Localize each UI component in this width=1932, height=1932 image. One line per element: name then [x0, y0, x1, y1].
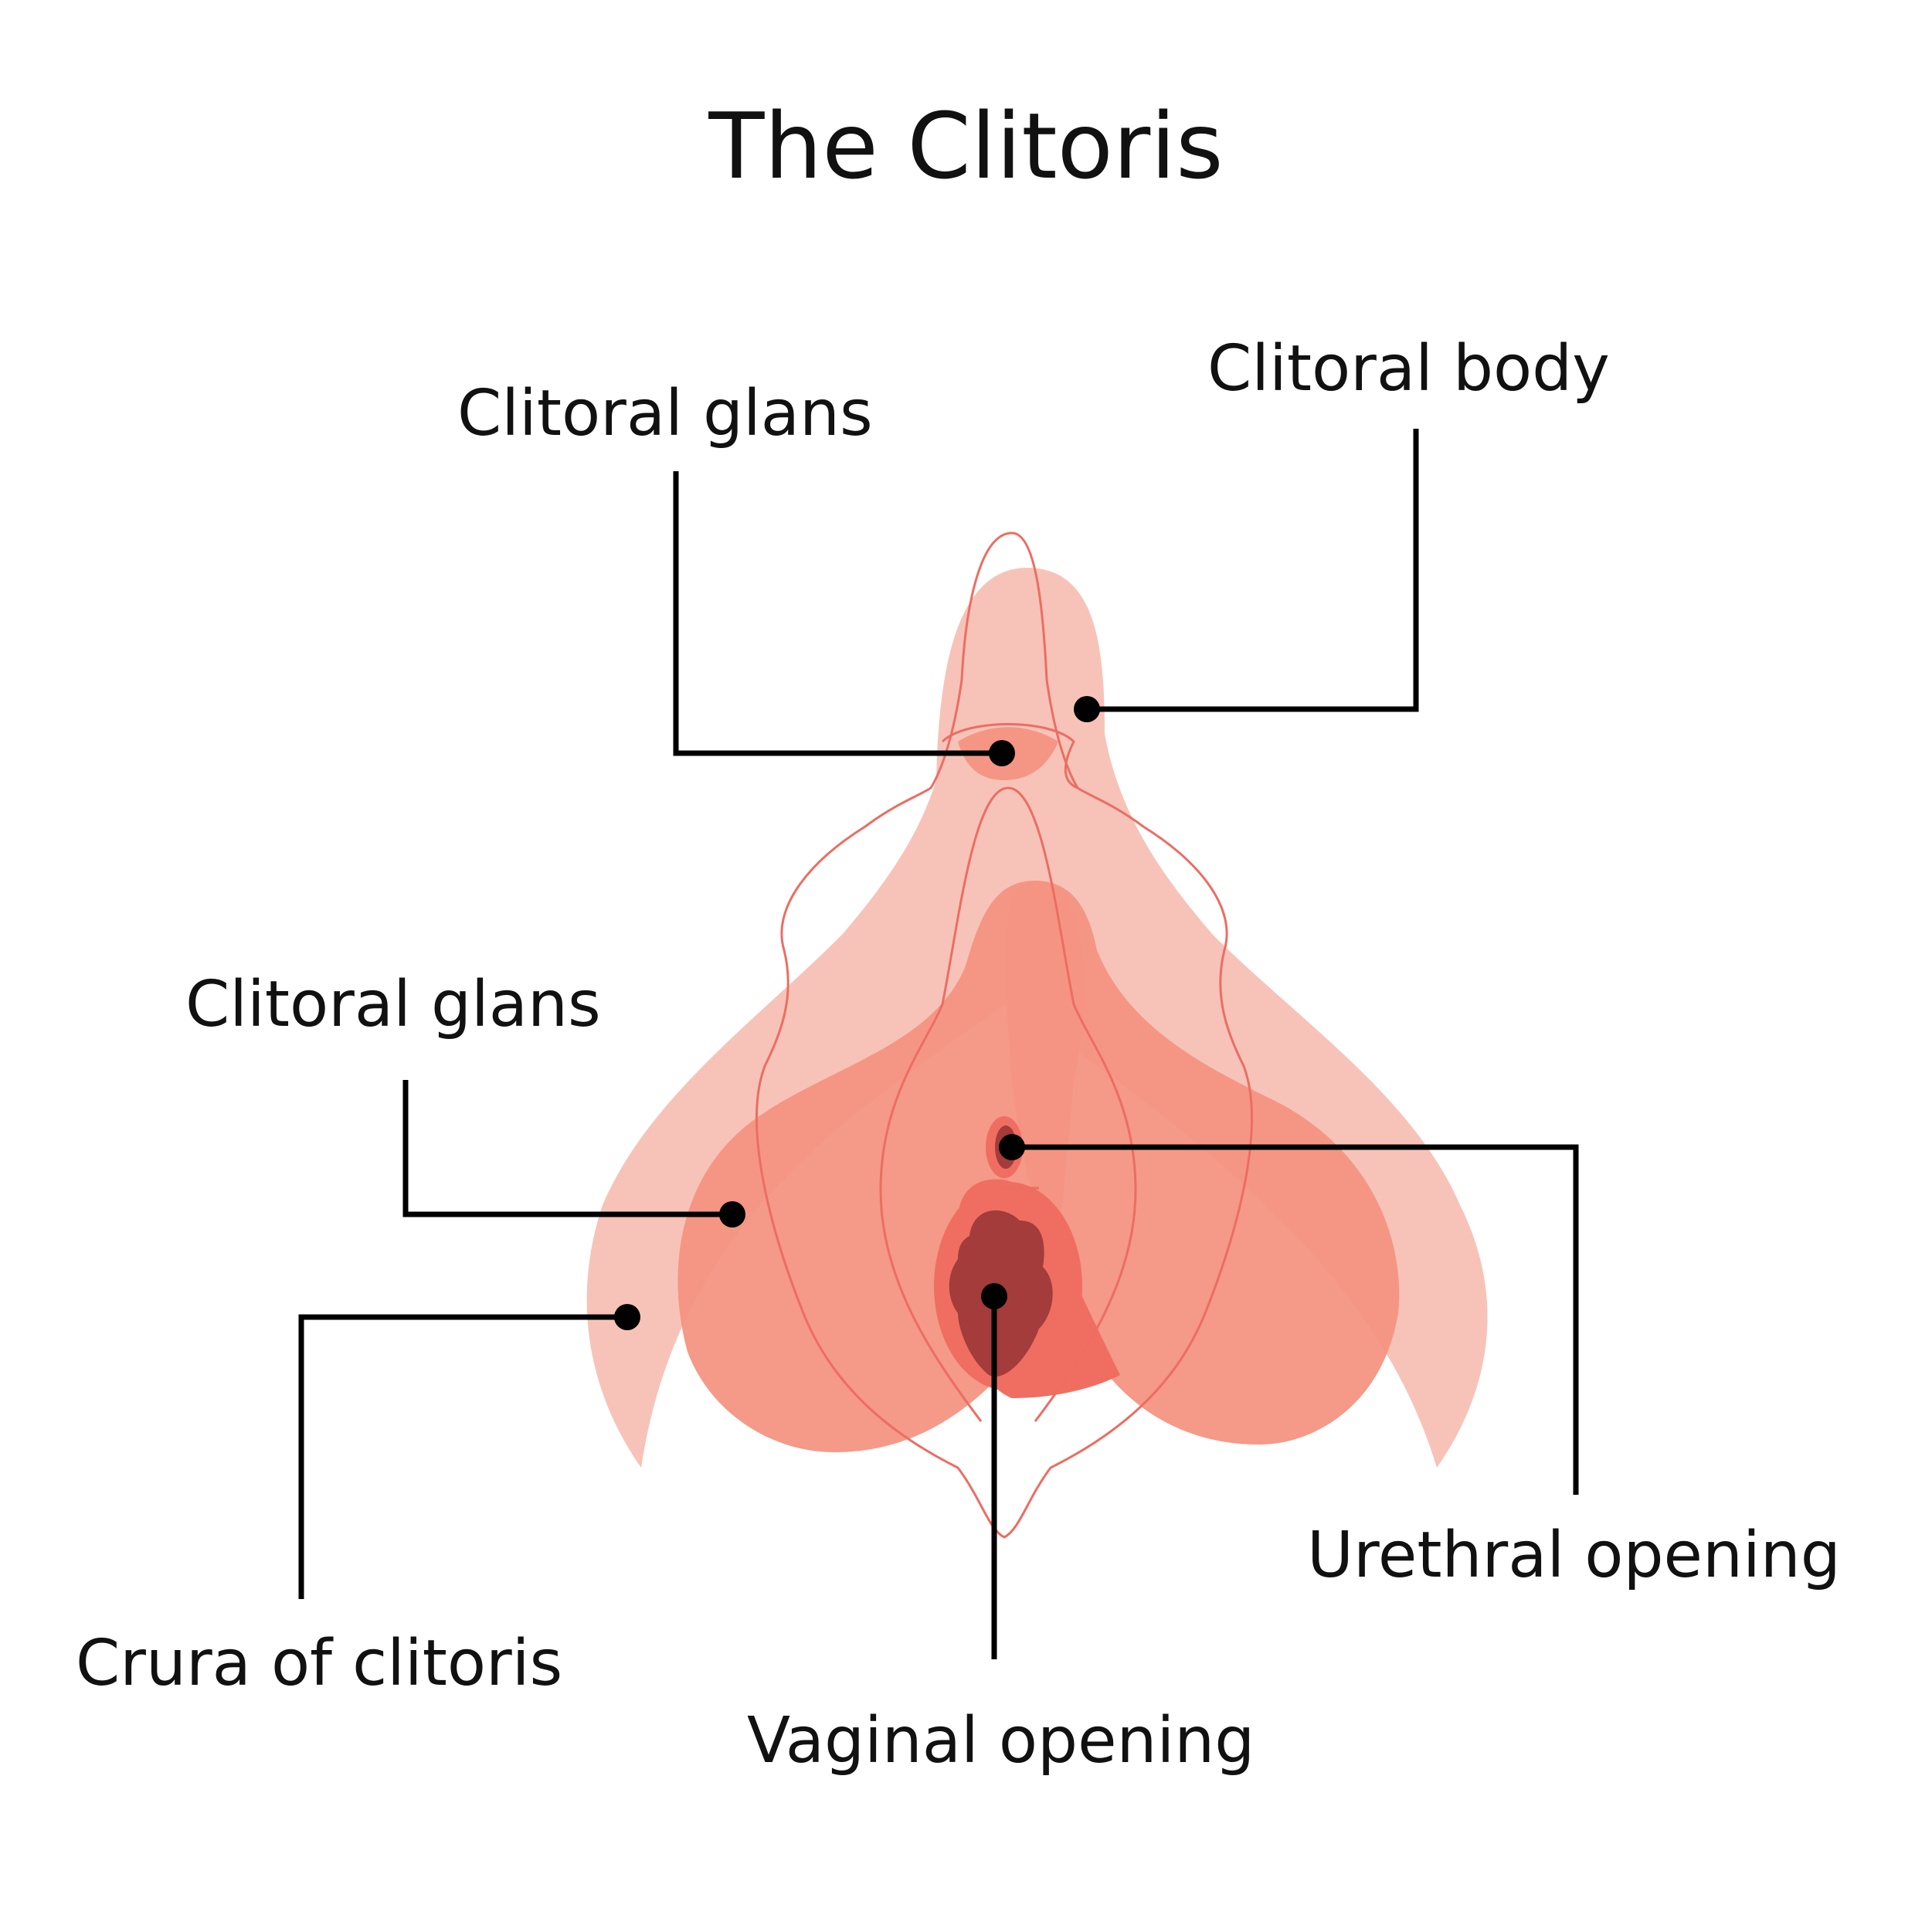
label-crura-of-clitoris: Crura of clitoris — [76, 1627, 563, 1700]
label-clitoral-glans-top: Clitoral glans — [457, 377, 873, 450]
vestibular-bulb-right — [1005, 881, 1400, 1445]
inner-labia-outline — [879, 786, 1137, 1422]
leader-line-crura — [298, 1314, 627, 1599]
label-clitoral-body: Clitoral body — [1207, 332, 1610, 406]
label-vaginal-opening: Vaginal opening — [747, 1704, 1255, 1778]
leader-line-body — [1089, 429, 1419, 712]
pointer-dot-vaginal — [981, 1283, 1007, 1309]
diagram-title: The Clitoris — [708, 93, 1224, 199]
pointer-dot-body — [1074, 696, 1100, 722]
pointer-dot-urethral — [999, 1134, 1025, 1160]
leader-line-glans-top — [673, 471, 1004, 756]
leader-line-urethral — [1012, 1144, 1579, 1495]
pointer-dot-crura — [614, 1304, 640, 1330]
pointer-dot-glans-left — [719, 1201, 745, 1227]
labia-outline — [941, 723, 1078, 789]
label-urethral-opening: Urethral opening — [1307, 1519, 1841, 1592]
pointer-dot-glans-top — [989, 740, 1015, 766]
leader-line-glans-left — [402, 1080, 732, 1217]
label-clitoral-glans-left: Clitoral glans — [185, 968, 601, 1041]
vulva-outline — [755, 531, 1253, 1539]
